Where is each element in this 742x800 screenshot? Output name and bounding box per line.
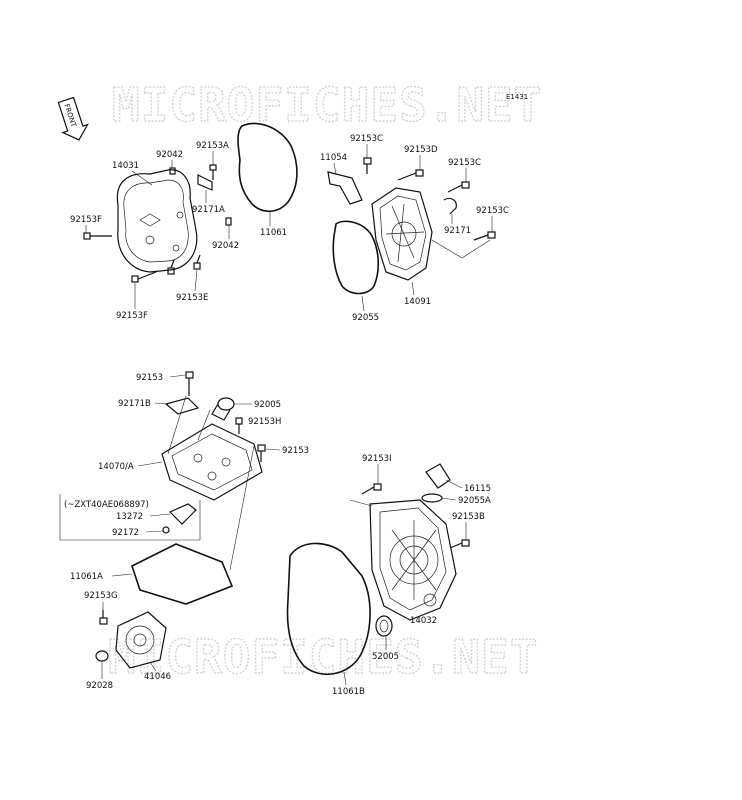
bracket-11054 [327, 171, 363, 205]
dowel-pin-92042-mid [225, 217, 232, 226]
part-label-92042-mid: 92042 [212, 241, 239, 251]
part-label-41046: 41046 [144, 672, 171, 682]
pulser-cover-14091 [371, 187, 433, 281]
part-label-92153h: 92153H [248, 417, 281, 427]
part-label-11054: 11054 [320, 153, 347, 163]
alternator-cover-14031 [116, 169, 198, 273]
cover-41046 [115, 611, 167, 669]
plate-13272 [168, 503, 197, 525]
part-label-11061: 11061 [260, 228, 287, 238]
bolt-92153c-right [447, 181, 470, 193]
bolt-92153a [209, 164, 217, 180]
clutch-cover-14032 [369, 499, 457, 621]
bolt-92153f-bottom [131, 271, 157, 283]
o-ring-92055a [421, 493, 443, 503]
part-label-92005: 92005 [254, 400, 281, 410]
gasket-11061b [286, 542, 371, 675]
watermark-bottom: MICROFICHES.NET [108, 630, 538, 684]
part-label-92153c-top: 92153C [350, 134, 383, 144]
bracket-92171a [197, 174, 213, 191]
part-label-92153c-lower: 92153C [476, 206, 509, 216]
bolt-92153b [449, 539, 470, 549]
part-label-92153c-right: 92153C [448, 158, 481, 168]
gasket-92055 [332, 220, 380, 295]
part-label-14070a: 14070/A [98, 462, 134, 472]
bolt-92153i [361, 483, 382, 495]
bolt-92153e [167, 254, 201, 275]
serial-note-box: (~ZXT40AE068897) [59, 494, 201, 541]
part-label-92171a: 92171A [192, 205, 225, 215]
part-label-92172: 92172 [112, 528, 139, 538]
fitting-92005 [211, 397, 235, 421]
bolt-92153f-left [83, 232, 112, 240]
part-label-92171b: 92171B [118, 399, 151, 409]
part-label-52005: 52005 [372, 652, 399, 662]
part-label-92055a: 92055A [458, 496, 491, 506]
part-label-92153e: 92153E [176, 293, 208, 303]
part-label-11061a: 11061A [70, 572, 103, 582]
part-label-13272: 13272 [116, 512, 143, 522]
part-label-14032: 14032 [410, 616, 437, 626]
part-label-92153g: 92153G [84, 591, 118, 601]
bolt-92153g [99, 610, 108, 625]
bolt-92153-mid [257, 444, 266, 462]
oil-seal-52005 [375, 615, 393, 637]
part-label-92042-top: 92042 [156, 150, 183, 160]
front-arrow-icon: FRONT [57, 96, 89, 141]
bolt-92153c-top [363, 157, 372, 174]
bolt-92153d [397, 169, 424, 181]
breather-cover-14070a [161, 423, 263, 501]
part-label-92153-mid: 92153 [282, 446, 309, 456]
bolt-92153c-lower [473, 231, 496, 241]
part-label-92153d: 92153D [404, 145, 438, 155]
watermark-top: MICROFICHES.NET [112, 78, 542, 132]
part-label-14091: 14091 [404, 297, 431, 307]
diagram-code: E1431 [506, 93, 528, 101]
screw-92172 [162, 526, 170, 534]
part-label-92153f-left: 92153F [70, 215, 102, 225]
dowel-pin-92042-top [169, 167, 176, 175]
gasket-11061 [237, 122, 298, 213]
bolt-92153h [235, 417, 243, 434]
part-label-92153-top: 92153 [136, 373, 163, 383]
cap-92028 [95, 650, 109, 662]
part-label-92028: 92028 [86, 681, 113, 691]
plug-16115 [425, 463, 451, 489]
part-label-92153f-bottom: 92153F [116, 311, 148, 321]
bolt-92153-top [185, 371, 194, 396]
part-label-92153a: 92153A [196, 141, 229, 151]
gasket-11061a [131, 543, 234, 605]
part-label-92055: 92055 [352, 313, 379, 323]
part-label-92153i: 92153I [362, 454, 392, 464]
part-label-16115: 16115 [464, 484, 491, 494]
part-label-11061b: 11061B [332, 687, 365, 697]
part-label-92171: 92171 [444, 226, 471, 236]
part-label-92153b: 92153B [452, 512, 485, 522]
clip-92171 [443, 197, 457, 215]
part-label-14031: 14031 [112, 161, 139, 171]
bracket-92171b [164, 397, 200, 415]
serial-note: (~ZXT40AE068897) [64, 500, 149, 510]
